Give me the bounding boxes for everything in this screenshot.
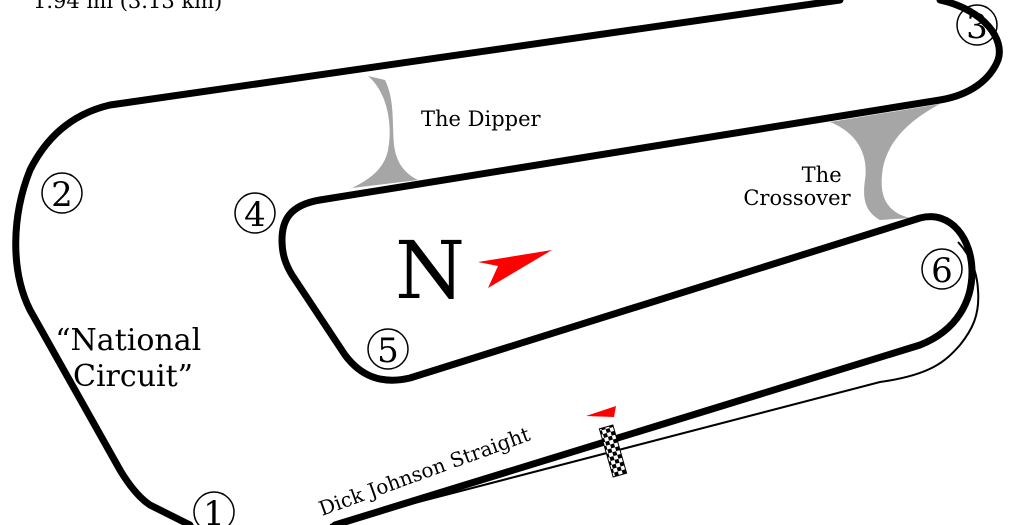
crossover-connector (830, 104, 940, 220)
corner-1-label: 1 (203, 494, 225, 525)
corner-1-marker: 1 (193, 491, 235, 525)
checkered-flag-icon (598, 424, 628, 478)
north-arrow-icon (478, 250, 552, 288)
north-label: N (395, 224, 465, 317)
dipper-label: The Dipper (421, 107, 542, 131)
corner-4-label: 4 (244, 195, 266, 235)
corner-6-label: 6 (931, 251, 953, 291)
corner-5-label: 5 (377, 331, 399, 371)
corner-4-marker: 4 (234, 192, 276, 235)
corner-3-label: 3 (966, 7, 988, 47)
crossover-label: The Crossover (743, 163, 851, 210)
corner-5-marker: 5 (367, 328, 409, 371)
corner-2-label: 2 (51, 175, 73, 215)
corner-6-marker: 6 (921, 248, 963, 291)
main-track (12, 0, 1003, 525)
corner-2-marker: 2 (41, 172, 83, 215)
flag-icon (586, 406, 616, 417)
circuit-length-label: 1.94 mi (3.13 km) (33, 0, 222, 13)
circuit-name-label: “National Circuit” (55, 323, 211, 394)
corner-3-marker: 3 (956, 4, 998, 47)
dipper-connector (352, 76, 418, 188)
